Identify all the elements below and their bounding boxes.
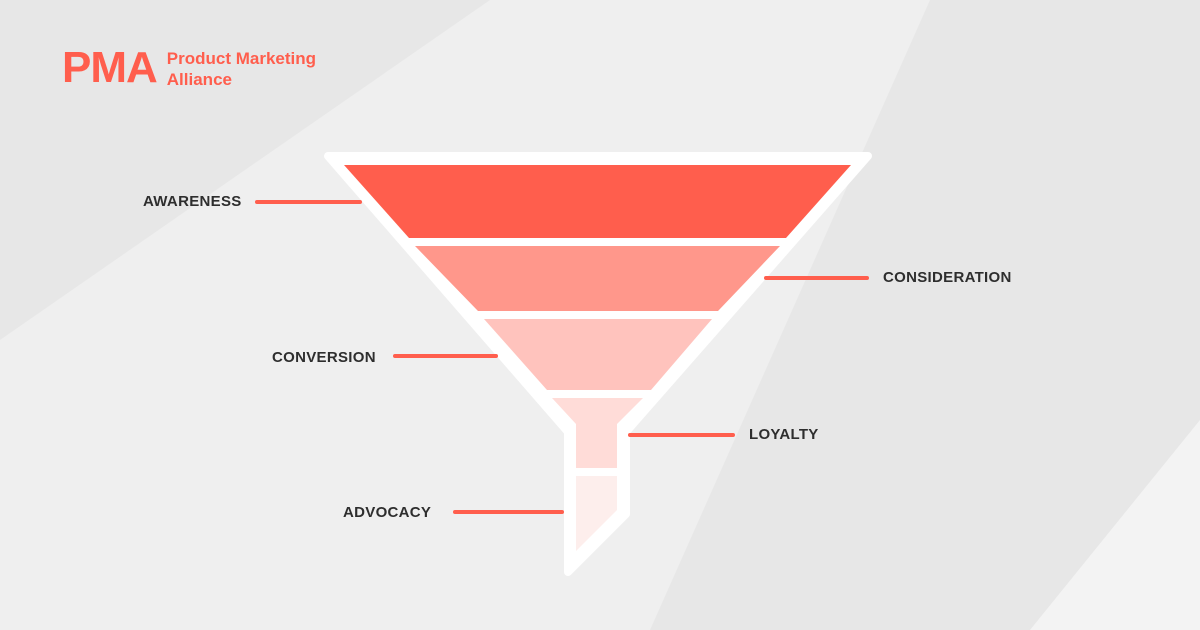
funnel-stage-awareness	[344, 165, 851, 238]
background-stripe-accent	[1030, 420, 1200, 630]
stage-label-consideration: CONSIDERATION	[883, 269, 1012, 286]
brand-logo[interactable]: PMA Product Marketing Alliance	[62, 46, 367, 90]
funnel-stage-loyalty	[552, 398, 643, 468]
funnel-stage-advocacy	[576, 476, 617, 551]
funnel-stage-conversion	[484, 319, 712, 390]
brand-name-line1: Product Marketing	[166, 49, 317, 68]
brand-name: Product Marketing Alliance	[167, 48, 367, 90]
stage-label-advocacy: ADVOCACY	[343, 504, 432, 521]
funnel-stage-consideration	[415, 246, 780, 311]
brand-name-line2: Alliance	[166, 70, 232, 89]
stage-label-conversion: CONVERSION	[272, 349, 376, 366]
background-stripe-left	[0, 0, 490, 340]
background-stripe-right	[650, 0, 1200, 630]
stage-label-loyalty: LOYALTY	[749, 426, 819, 443]
logo-mark: PMA	[62, 43, 158, 92]
stage-label-awareness: AWARENESS	[143, 193, 242, 210]
